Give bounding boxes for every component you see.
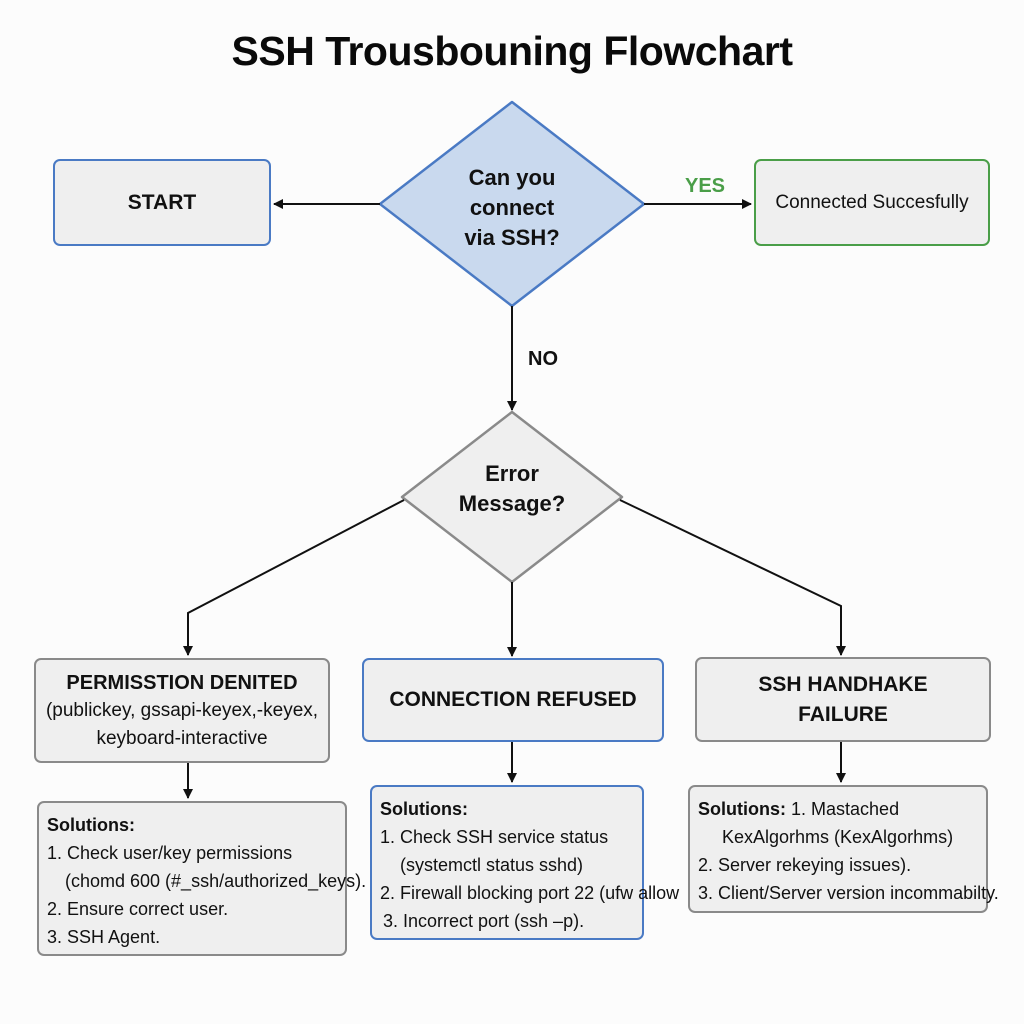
start-node: START [53, 159, 271, 246]
handshake-solutions: Solutions: 1. Mastached KexAlgorhms (Kex… [688, 785, 999, 913]
yes-label: YES [685, 175, 726, 197]
success-label: Connected Succesfully [775, 191, 969, 213]
decision-connect-line: Can you [468, 165, 556, 190]
solutions-first-line: Solutions: 1. Mastached [698, 795, 986, 823]
solutions-heading: Solutions: [698, 799, 786, 819]
handshake-failure-title: SSH HANDHAKE [758, 672, 928, 696]
solutions-heading: Solutions: [380, 799, 468, 819]
solution-line: 2. Firewall blocking port 22 (ufw allow [380, 883, 680, 903]
arrow-to-permission [183, 499, 405, 656]
arrow-to-handshake [619, 499, 846, 656]
handshake-failure-node: SSH HANDHAKE FAILURE [695, 657, 991, 742]
permission-denied-node: PERMISSTION DENITED (publickey, gssapi-k… [34, 658, 330, 763]
solution-line: 1. Mastached [791, 799, 900, 819]
flowchart-title: SSH Trousbouning Flowchart [231, 28, 794, 74]
solution-line: 3. SSH Agent. [47, 927, 161, 947]
decision-connect-line: via SSH? [464, 225, 560, 250]
solution-line: 3. Client/Server version incommabilty. [698, 883, 999, 903]
permission-denied-title: PERMISSTION DENITED [66, 671, 298, 694]
connection-refused-title: CONNECTION REFUSED [389, 688, 637, 711]
solution-line: 2. Ensure correct user. [47, 899, 229, 919]
connection-refused-node: CONNECTION REFUSED [362, 658, 664, 742]
decision-error-line: Error [485, 461, 539, 486]
start-label: START [127, 190, 197, 214]
solution-line: (chomd 600 (#_ssh/authorized_keys). [65, 871, 367, 891]
permission-denied-detail: (publickey, gssapi-keyex,-keyex, [45, 699, 319, 721]
solution-line: 1. Check SSH service status [380, 827, 609, 847]
refused-solutions: Solutions: 1. Check SSH service status (… [370, 785, 680, 940]
decision-error-line: Message? [458, 491, 566, 516]
solution-line: (systemctl status sshd) [400, 855, 584, 875]
decision-connect-text: Can you connect via SSH? [430, 163, 594, 253]
decision-connect-line: connect [469, 195, 555, 220]
solution-line: 1. Check user/key permissions [47, 843, 293, 863]
solutions-heading: Solutions: [47, 815, 135, 835]
solution-line: KexAlgorhms (KexAlgorhms) [722, 827, 954, 847]
solution-line: 3. Incorrect port (ssh –p). [383, 911, 585, 931]
permission-denied-detail: keyboard-interactive [96, 727, 268, 749]
decision-error-text: Error Message? [440, 459, 584, 519]
solution-line: 2. Server rekeying issues). [698, 855, 912, 875]
no-label: NO [528, 348, 558, 370]
handshake-failure-title: FAILURE [798, 702, 888, 726]
permission-solutions: Solutions: 1. Check user/key permissions… [37, 801, 367, 956]
success-node: Connected Succesfully [754, 159, 990, 246]
